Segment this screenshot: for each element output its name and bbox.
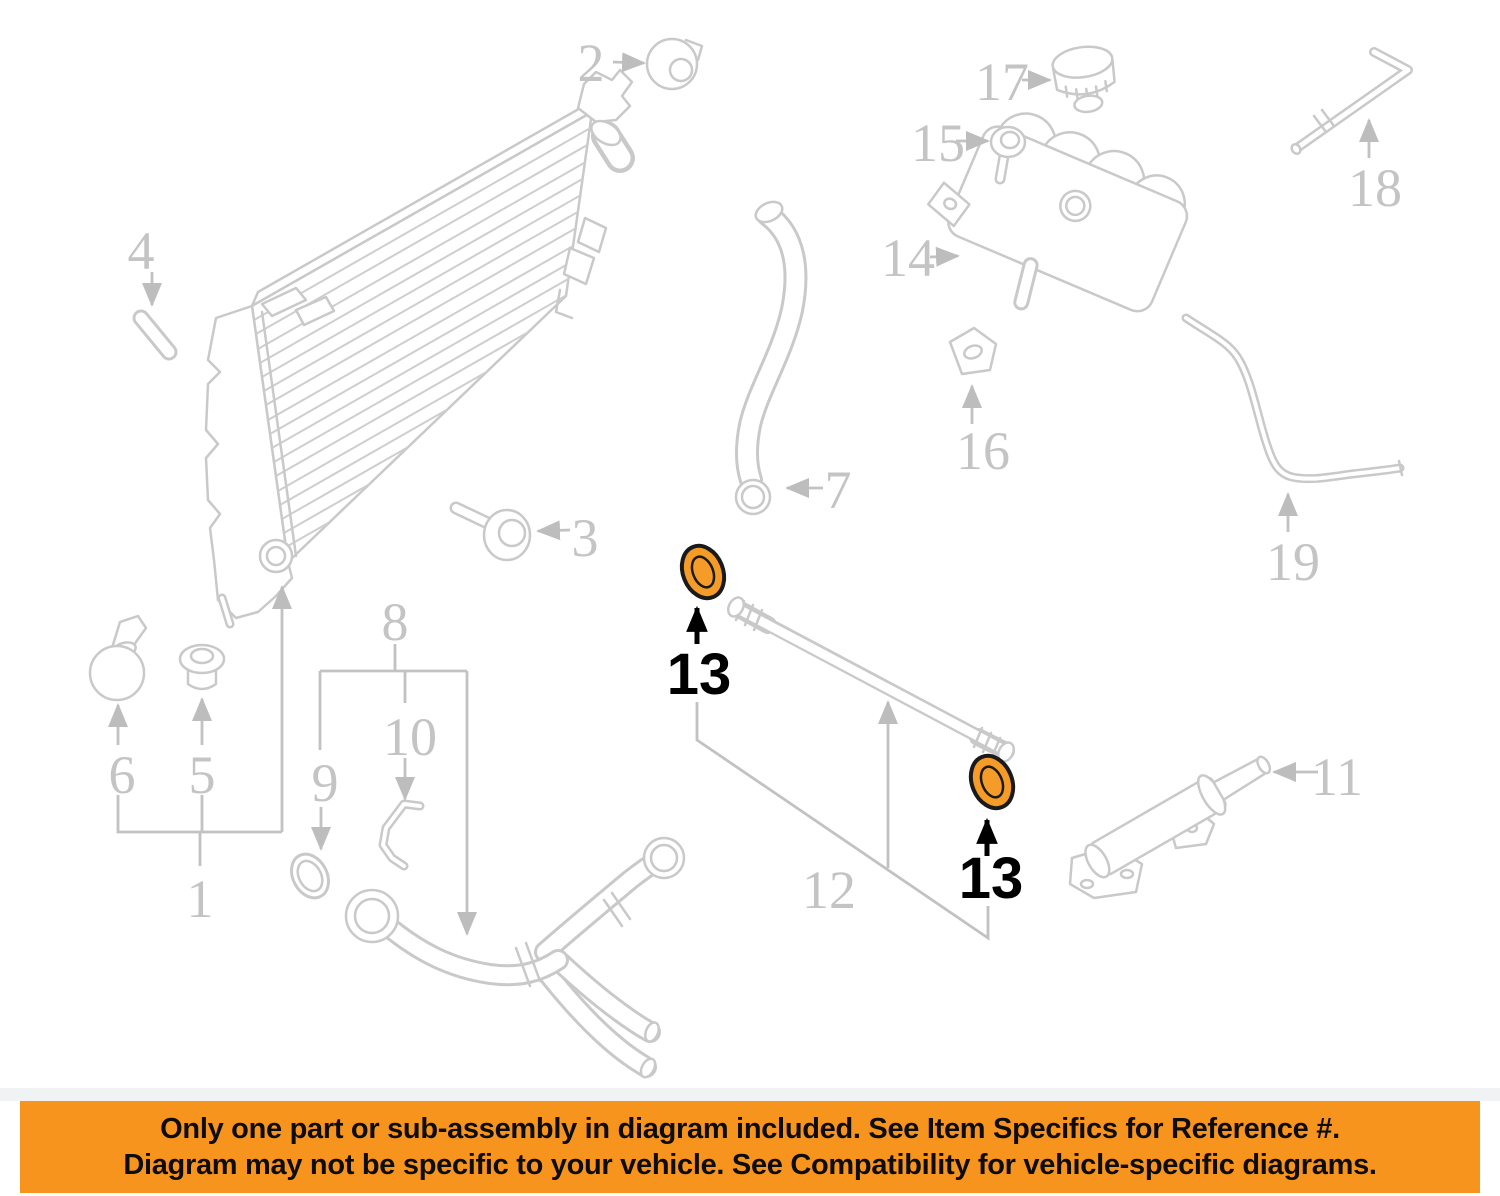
radiator-core xyxy=(250,110,594,564)
callout-3-arrow xyxy=(536,520,571,541)
reservoir-bolt xyxy=(989,125,1027,185)
radiator-top-mount xyxy=(576,68,634,124)
bracket-1 xyxy=(116,795,282,834)
overflow-hose xyxy=(1181,313,1405,484)
callout-5-label: 5 xyxy=(189,745,216,805)
bracket-1-stem xyxy=(198,795,204,866)
radiator-right-foot xyxy=(554,288,574,320)
callout-13a-label: 13 xyxy=(667,642,732,707)
radiator-top-left-clip2 xyxy=(294,295,336,327)
o-ring-1-body xyxy=(679,543,727,601)
lower-hose-assembly xyxy=(344,836,686,1079)
bracket-13 xyxy=(695,702,990,941)
bleed-tube xyxy=(1290,47,1413,155)
radiator xyxy=(204,68,635,629)
callout-13b-label: 13 xyxy=(959,846,1024,911)
callout-1-label: 1 xyxy=(187,869,214,929)
callout-12-label: 12 xyxy=(802,860,856,920)
o-ring-2-inner xyxy=(979,765,1005,799)
reservoir-bracket xyxy=(948,326,998,376)
radiator-top-left-clip xyxy=(260,286,308,318)
notice-banner: Only one part or sub-assembly in diagram… xyxy=(20,1101,1480,1193)
o-ring-2-body xyxy=(968,753,1016,811)
callout-7-label: 7 xyxy=(825,460,852,520)
radiator-tank-seam xyxy=(260,310,298,558)
callout-16-label: 16 xyxy=(956,421,1010,481)
callout-14-arrow xyxy=(929,246,960,267)
notice-banner-line1: Only one part or sub-assembly in diagram… xyxy=(160,1112,1340,1145)
callout-10-label: 10 xyxy=(383,707,437,767)
retainer-clip xyxy=(378,799,425,871)
callout-arrows xyxy=(108,52,1379,936)
radiator-lower-port xyxy=(258,538,294,574)
callout-3-label: 3 xyxy=(572,508,599,568)
image-edge-band xyxy=(0,1088,1500,1101)
water-inlet-tube xyxy=(1068,755,1272,900)
callout-4-label: 4 xyxy=(128,221,155,281)
notice-banner-line2: Diagram may not be specific to your vehi… xyxy=(123,1148,1377,1181)
mount-bolt xyxy=(449,501,532,562)
mount-pin xyxy=(132,309,178,361)
callout-6-label: 6 xyxy=(109,745,136,805)
callout-19-label: 19 xyxy=(1266,532,1320,592)
radiator-right-bracket-upper xyxy=(576,216,608,254)
radiator-plug xyxy=(178,643,226,691)
callout-18-label: 18 xyxy=(1348,158,1402,218)
callout-8-label: 8 xyxy=(382,592,409,652)
bracket-8 xyxy=(318,644,467,750)
drain-valve xyxy=(88,614,148,702)
gasket-o-ring xyxy=(290,852,330,900)
reservoir-cap xyxy=(1051,45,1116,114)
radiator-lower-port-inner xyxy=(265,545,287,567)
o-ring-1-inner xyxy=(690,555,716,589)
upper-radiator-hose xyxy=(734,200,808,516)
callout-2-arrow xyxy=(612,52,646,73)
callout-11-label: 11 xyxy=(1311,747,1363,807)
coolant-tube xyxy=(726,596,1016,763)
leader-lines xyxy=(116,644,990,941)
highlighted-o-ring-2 xyxy=(968,753,1016,811)
callout-2-label: 2 xyxy=(578,33,605,93)
callout-9-label: 9 xyxy=(312,753,339,813)
radiator-filler-opening xyxy=(590,119,622,147)
callout-15-label: 15 xyxy=(911,113,965,173)
callout-14-label: 14 xyxy=(881,228,935,288)
callout-17-label: 17 xyxy=(975,52,1029,112)
mount-grommet xyxy=(645,37,704,91)
highlighted-o-ring-1 xyxy=(679,543,727,601)
radiator-right-bracket-lower xyxy=(562,246,596,286)
callout-labels: 1 2 3 4 5 6 7 8 9 10 11 12 14 15 16 17 1… xyxy=(109,33,1403,929)
